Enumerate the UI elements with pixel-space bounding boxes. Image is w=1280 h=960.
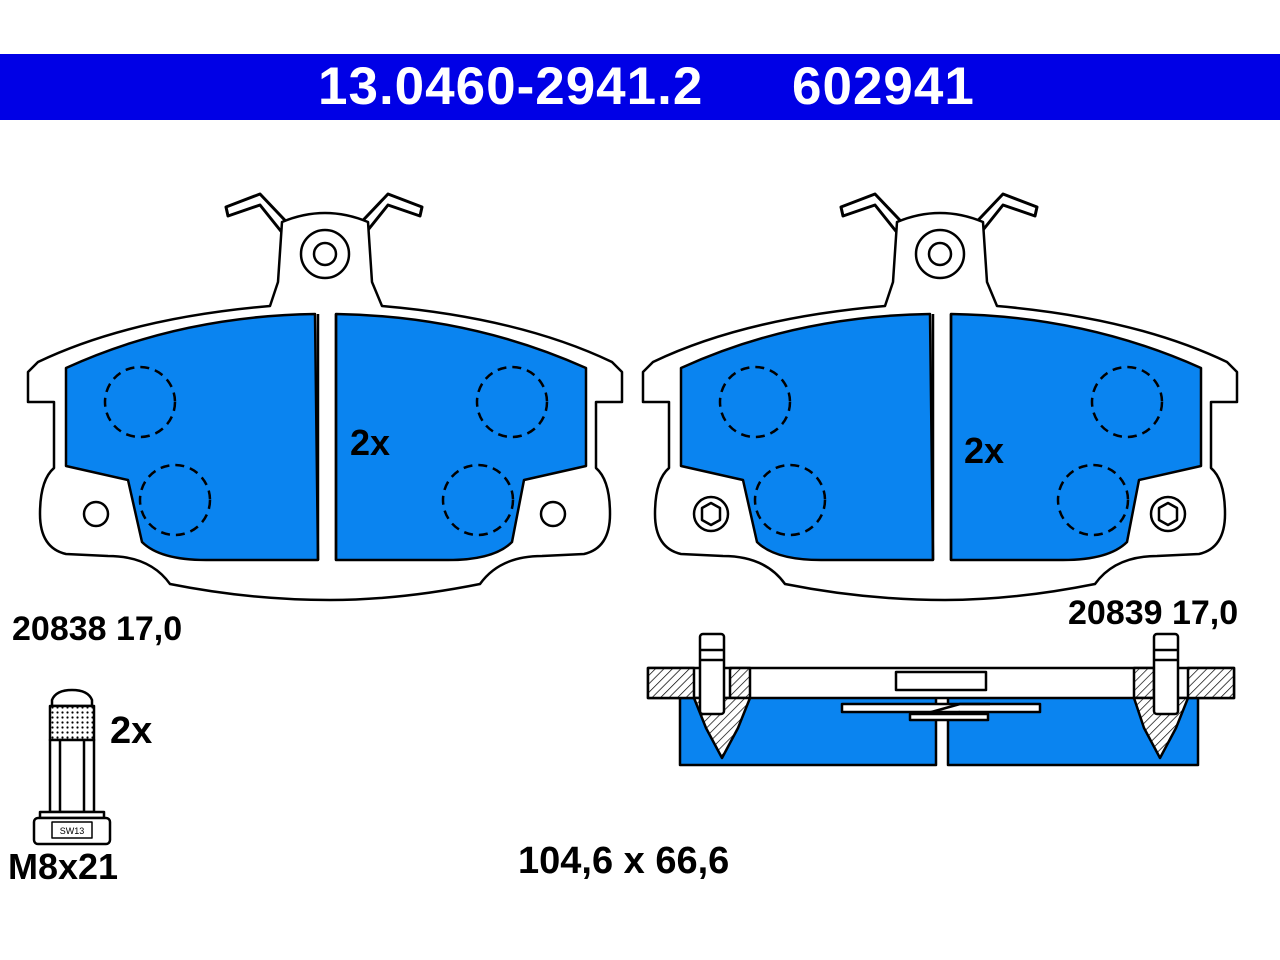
friction-material-right — [679, 312, 935, 562]
pad-right-multiplier: 2x — [964, 430, 1005, 471]
bolt-multiplier: 2x — [110, 710, 153, 752]
brake-pad-right — [641, 192, 1239, 602]
pad-section-view — [646, 632, 1236, 767]
wrench-size-label: SW13 — [60, 826, 85, 836]
spring-clip-right — [839, 192, 1039, 251]
section-stud-right — [1152, 632, 1180, 716]
bolt-head-right-b — [1149, 495, 1187, 533]
bolt-tip — [50, 688, 94, 708]
bolt-head-right-a — [692, 495, 730, 533]
header-bar — [0, 54, 1280, 120]
bolt-size-label: M8x21 — [8, 846, 119, 887]
pad-left-multiplier: 2x — [350, 422, 391, 463]
article-code: 602941 — [792, 57, 975, 116]
pad-left-label: 20838 17,0 — [12, 610, 183, 648]
bolt-drawing: SW13 — [32, 688, 112, 846]
bolt-thread — [48, 704, 96, 742]
pad-right-label: 20839 17,0 — [1068, 594, 1239, 632]
brake-pad-left — [26, 192, 624, 602]
bolt-shank — [48, 738, 96, 814]
mount-hole-left-a — [82, 500, 110, 528]
section-stud-left — [698, 632, 726, 716]
pad-dimensions: 104,6 x 66,6 — [518, 840, 730, 882]
spring-clip-left — [224, 192, 424, 251]
friction-material-left — [64, 312, 320, 562]
part-number: 13.0460-2941.2 — [318, 57, 704, 116]
mount-hole-left-b — [539, 500, 567, 528]
